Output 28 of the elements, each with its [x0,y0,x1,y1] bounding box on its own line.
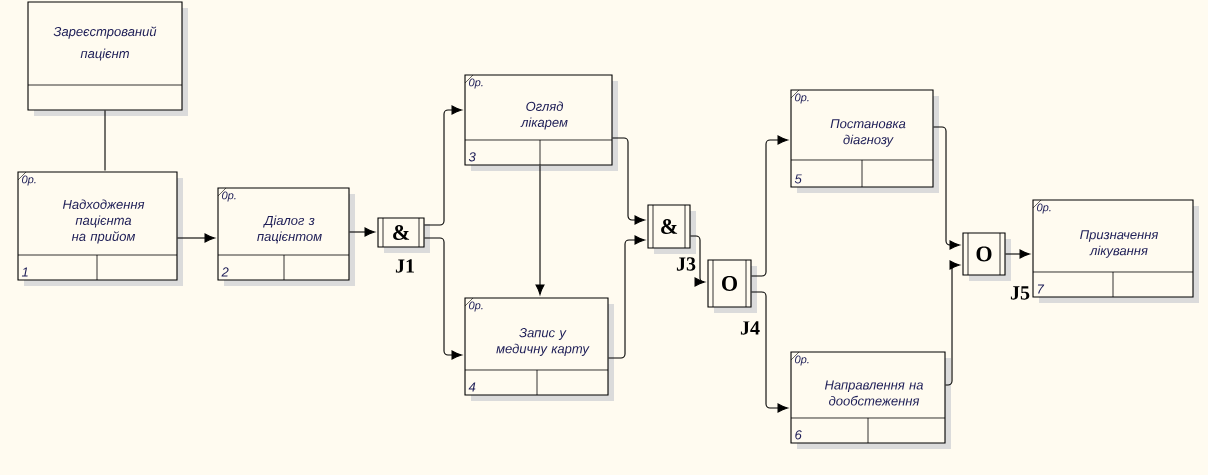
junction-box: & [377,217,430,253]
junction-label: J1 [395,259,414,273]
arrow [176,233,215,243]
arrow [689,235,705,287]
arrow [535,164,545,295]
process-box: 0р. Діалог з пацієнтом 2 [217,187,355,286]
junction-box: O [962,232,1011,281]
process-box: 0р. Надходження пацієнта на прийом 1 [17,171,183,286]
junction-box: O [707,259,757,313]
arrow [750,135,788,277]
arrow [750,291,788,413]
process-box: 0р. Огляд лікарем 3 [464,74,618,171]
junction-label: J4 [740,321,760,335]
arrow [611,137,645,225]
arrow [944,260,960,386]
process-box: 0р. Постановка діагнозу 5 [790,89,939,193]
process-box: 0р. Запис у медичну карту 4 [464,297,614,401]
referent-box: Зареєстрований пацієнт [27,1,188,116]
arrow [423,237,462,360]
junction-box: & [647,204,696,254]
process-box: 0р. Направлення на дообстеження 6 [790,351,951,449]
process-box: 0р. Призначення лікування 7 [1032,199,1199,303]
junction-label: J5 [1010,286,1030,300]
junction-label: J3 [676,257,696,271]
arrow [348,227,375,237]
arrow [423,105,462,226]
arrow [1004,249,1030,259]
arrow [607,235,645,359]
